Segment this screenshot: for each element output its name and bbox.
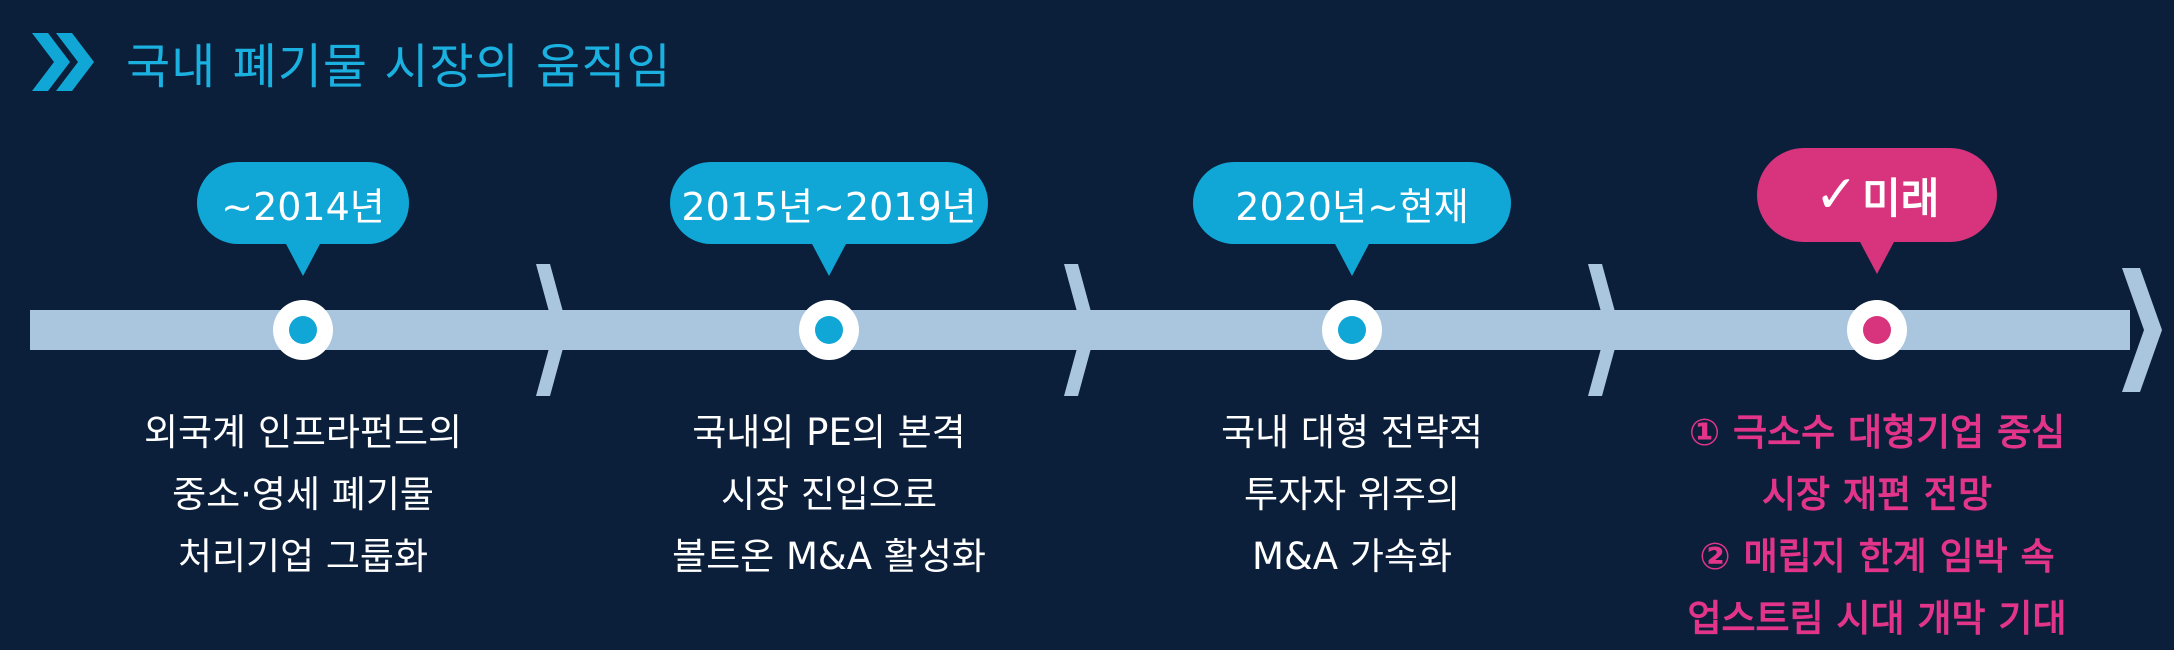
description-line: ① 극소수 대형기업 중심: [1688, 411, 2066, 454]
period-separator: [1064, 264, 1096, 396]
period-label-1: ~2014년: [197, 162, 409, 244]
checkmark-icon: ✓: [1814, 165, 1859, 225]
period-label-text: ~2014년: [221, 184, 385, 229]
period-separator: [1588, 264, 1620, 396]
period-description-3: 국내 대형 전략적 투자자 위주의 M&A 가속화: [1122, 402, 1582, 588]
period-label-text: 2020년~현재: [1235, 184, 1469, 229]
description-line: 시장 재편 전망: [1761, 473, 1992, 516]
period-label-2: 2015년~2019년: [670, 162, 988, 244]
timeline-marker: [799, 300, 859, 360]
double-chevron-right-icon: [32, 33, 94, 91]
period-separator: [536, 264, 568, 396]
period-description-2: 국내외 PE의 본격 시장 진입으로 볼트온 M&A 활성화: [599, 402, 1059, 588]
period-description-future: ① 극소수 대형기업 중심 시장 재편 전망 ② 매립지 한계 임박 속 업스트…: [1617, 402, 2137, 650]
description-line: 업스트림 시대 개막 기대: [1687, 597, 2067, 640]
description-line: 외국계 인프라펀드의: [143, 411, 463, 454]
description-line: 국내 대형 전략적: [1221, 411, 1483, 454]
description-line: 중소·영세 폐기물: [172, 473, 434, 516]
timeline-arrowhead: [2122, 268, 2162, 392]
description-line: 시장 진입으로: [720, 473, 937, 516]
period-label-text: 2015년~2019년: [681, 184, 977, 229]
page-title: 국내 폐기물 시장의 움직임: [126, 39, 672, 95]
description-line: M&A 가속화: [1252, 535, 1452, 578]
period-label-text: 미래: [1862, 173, 1940, 223]
description-line: ② 매립지 한계 임박 속: [1699, 535, 2055, 578]
period-label-future: ✓ 미래: [1757, 148, 1997, 242]
timeline-marker: [273, 300, 333, 360]
timeline-marker-future: [1847, 300, 1907, 360]
period-description-1: 외국계 인프라펀드의 중소·영세 폐기물 처리기업 그룹화: [73, 402, 533, 588]
period-label-3: 2020년~현재: [1193, 162, 1511, 244]
description-line: 처리기업 그룹화: [177, 535, 429, 578]
description-line: 투자자 위주의: [1243, 473, 1460, 516]
timeline-marker: [1322, 300, 1382, 360]
description-line: 국내외 PE의 본격: [692, 411, 966, 454]
header: 국내 폐기물 시장의 움직임: [30, 22, 672, 102]
description-line: 볼트온 M&A 활성화: [672, 535, 986, 578]
